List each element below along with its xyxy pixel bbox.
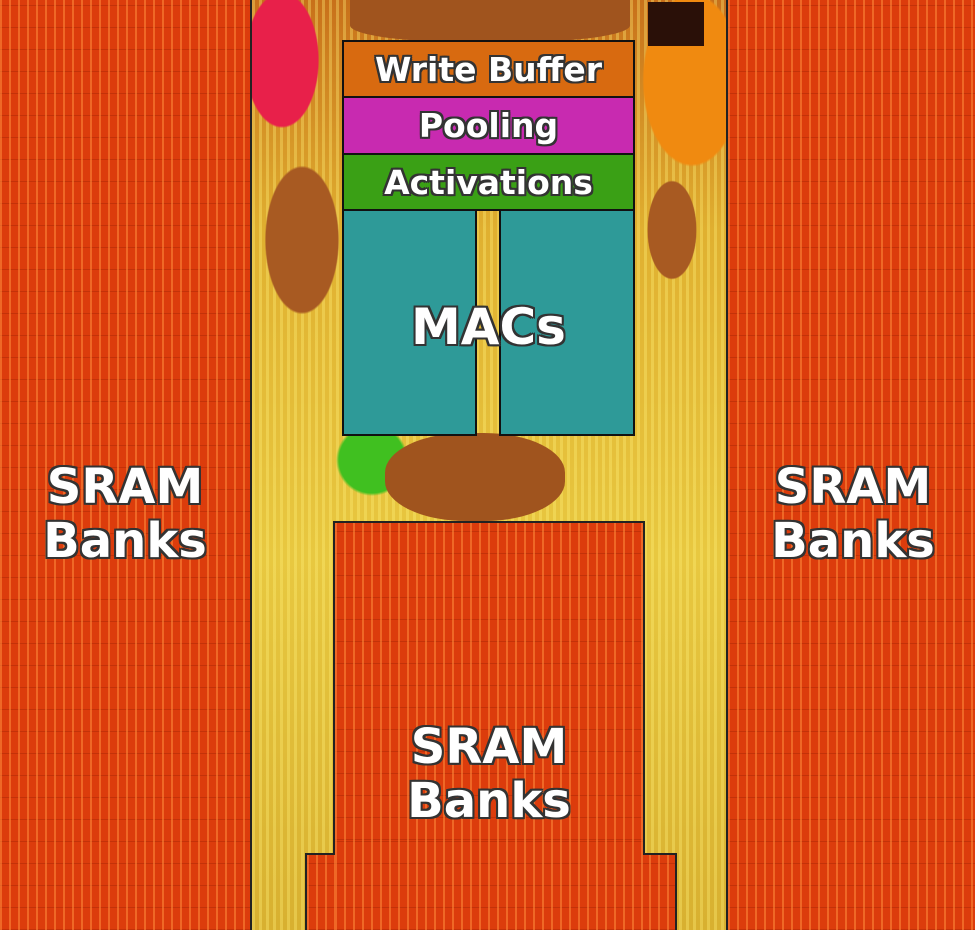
sram-left-region bbox=[0, 0, 250, 930]
activations-label: Activations bbox=[384, 162, 593, 202]
macs-block-left bbox=[342, 209, 477, 436]
pooling-block: Pooling bbox=[342, 96, 635, 155]
sram-bottom-line2: Banks bbox=[407, 773, 571, 829]
activations-block: Activations bbox=[342, 153, 635, 211]
sram-left-label: SRAM Banks bbox=[0, 460, 250, 568]
sram-bottom-fill bbox=[335, 840, 643, 930]
sram-right-line1: SRAM bbox=[774, 459, 932, 515]
logic-blob-bottom bbox=[385, 433, 565, 521]
logic-blob-top bbox=[350, 0, 630, 42]
sram-bottom-line1: SRAM bbox=[410, 719, 568, 775]
sram-right-line2: Banks bbox=[771, 513, 935, 569]
macs-label: MACs bbox=[411, 298, 566, 356]
top-right-pads bbox=[648, 2, 704, 46]
pooling-label: Pooling bbox=[418, 106, 559, 145]
sram-right-label: SRAM Banks bbox=[728, 460, 975, 568]
sram-left-line1: SRAM bbox=[46, 459, 204, 515]
sram-bottom-label: SRAM Banks bbox=[333, 720, 645, 828]
write-buffer-label: Write Buffer bbox=[374, 49, 603, 89]
sram-left-line2: Banks bbox=[43, 513, 207, 569]
sram-right-region bbox=[728, 0, 975, 930]
macs-block-right bbox=[499, 209, 635, 436]
write-buffer-block: Write Buffer bbox=[342, 40, 635, 98]
